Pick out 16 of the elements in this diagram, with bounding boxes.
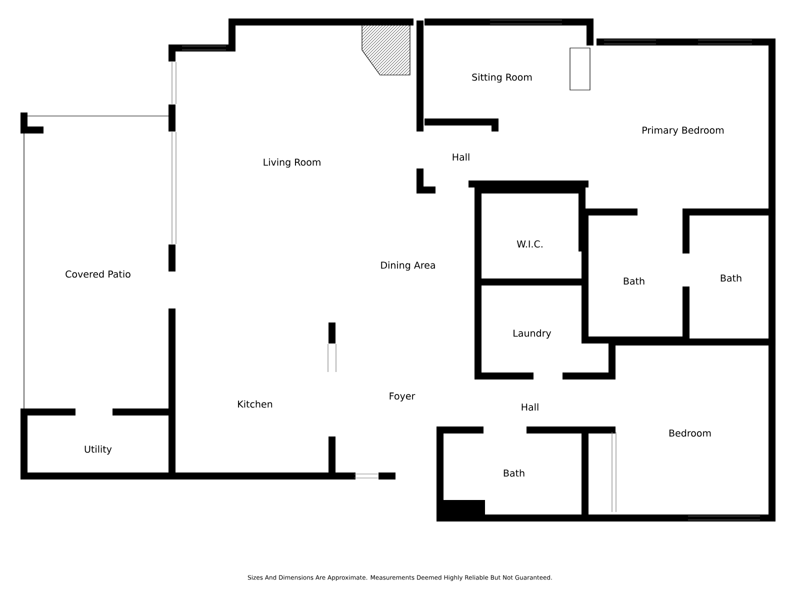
room-label: Bedroom [669, 429, 711, 437]
room-label: Hall [522, 403, 538, 411]
room-label: Foyer [390, 392, 416, 402]
room-label: Dining Area [381, 261, 435, 271]
room-label: Utility [84, 445, 112, 455]
room-label: Bath [720, 274, 742, 282]
room-label: Bath [504, 469, 524, 477]
room-label: Living Room [264, 158, 320, 168]
room-label: Hall [452, 153, 470, 161]
room-label: Kitchen [238, 400, 272, 408]
room-label: W.I.C. [516, 240, 542, 248]
room-label: Laundry [514, 329, 552, 339]
room-label: Bath [624, 277, 644, 285]
room-label: Primary Bedroom [642, 126, 724, 136]
room-label: Sitting Room [472, 73, 532, 83]
room-label: Covered Patio [66, 270, 130, 278]
